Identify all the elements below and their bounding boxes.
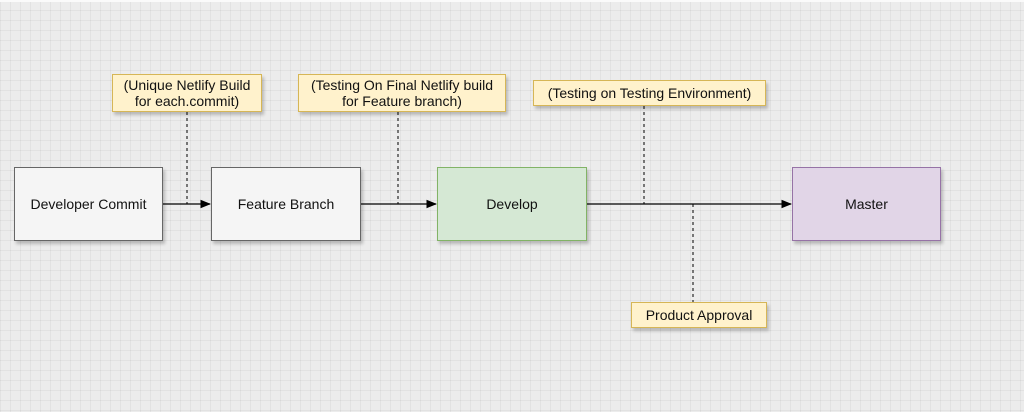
note-testing-env[interactable]: (Testing on Testing Environment) <box>533 80 766 106</box>
master-label: Master <box>845 196 888 212</box>
feature-branch-node[interactable]: Feature Branch <box>211 167 361 241</box>
note-testing-final[interactable]: (Testing On Final Netlify build for Feat… <box>298 74 506 112</box>
develop-label: Develop <box>486 196 538 212</box>
developer-commit-node[interactable]: Developer Commit <box>14 167 163 241</box>
note-product-approval[interactable]: Product Approval <box>631 302 767 328</box>
note-testing-final-line1: (Testing On Final Netlify build <box>310 77 494 93</box>
note-product-approval-line1: Product Approval <box>645 307 753 323</box>
note-unique-build-line2: for each.commit) <box>134 93 240 109</box>
master-node[interactable]: Master <box>792 167 941 241</box>
feature-branch-label: Feature Branch <box>237 196 335 212</box>
note-testing-env-line1: (Testing on Testing Environment) <box>547 85 752 101</box>
note-unique-build-line1: (Unique Netlify Build <box>123 77 251 93</box>
note-testing-final-line2: for Feature branch) <box>342 93 462 109</box>
developer-commit-label: Developer Commit <box>30 196 147 212</box>
develop-node[interactable]: Develop <box>437 167 587 241</box>
note-unique-build[interactable]: (Unique Netlify Build for each.commit) <box>112 74 262 112</box>
